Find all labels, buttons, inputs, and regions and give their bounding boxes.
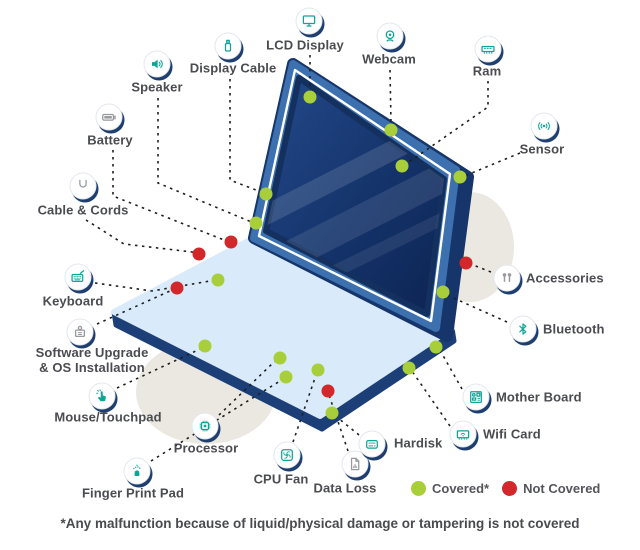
coverage-dot-accessories bbox=[459, 256, 473, 270]
leader-line-wifi-card bbox=[408, 367, 451, 427]
coverage-dot-cable-cords bbox=[192, 247, 206, 261]
coverage-dot-data-loss bbox=[321, 384, 335, 398]
coverage-dot-cpu-fan bbox=[311, 363, 325, 377]
coverage-dot-keyboard bbox=[211, 273, 225, 287]
coverage-dot-software-upgrade bbox=[170, 281, 184, 295]
leader-line-bluetooth bbox=[442, 291, 508, 323]
leader-line-display-cable bbox=[229, 79, 267, 195]
coverage-dot-wifi-card bbox=[402, 361, 416, 375]
coverage-legend: Covered* Not Covered bbox=[411, 481, 600, 496]
coverage-dot-mother-board bbox=[429, 340, 443, 354]
coverage-dot-battery bbox=[224, 235, 238, 249]
coverage-dot-mouse-touchpad bbox=[198, 339, 212, 353]
legend-dot-not-covered bbox=[502, 481, 518, 496]
coverage-dot-display-cable bbox=[259, 187, 273, 201]
leader-line-mother-board bbox=[435, 346, 463, 390]
coverage-dot-webcam bbox=[384, 123, 398, 137]
leader-line-cpu-fan bbox=[292, 369, 319, 443]
leader-line-cable-cords bbox=[85, 219, 200, 255]
coverage-dot-ram bbox=[395, 159, 409, 173]
legend-item-not-covered: Not Covered bbox=[502, 481, 600, 496]
coverage-dot-sensor bbox=[453, 170, 467, 184]
legend-dot-covered bbox=[411, 481, 426, 496]
coverage-dots bbox=[170, 90, 473, 420]
laptop-illustration bbox=[111, 58, 474, 432]
coverage-dot-hardisk bbox=[325, 406, 339, 420]
leader-line-battery bbox=[112, 150, 232, 243]
disclaimer-note: *Any malfunction because of liquid/physi… bbox=[60, 516, 580, 531]
coverage-dot-bluetooth bbox=[436, 285, 450, 299]
leader-line-mouse-touchpad bbox=[116, 345, 206, 389]
legend-item-covered: Covered* bbox=[411, 481, 489, 496]
leader-line-sensor bbox=[459, 152, 521, 178]
legend-label: Not Covered bbox=[523, 481, 601, 496]
leader-line-hardisk bbox=[331, 412, 360, 436]
legend-label: Covered* bbox=[432, 481, 490, 496]
coverage-dot-finger-print-pad bbox=[279, 370, 293, 384]
coverage-dot-processor bbox=[273, 351, 287, 365]
leader-line-speaker bbox=[157, 98, 257, 224]
laptop-lid-trim bbox=[257, 68, 452, 323]
coverage-dot-speaker bbox=[249, 216, 263, 230]
coverage-dot-lcd-display bbox=[303, 90, 317, 104]
laptop-screen bbox=[263, 75, 447, 317]
